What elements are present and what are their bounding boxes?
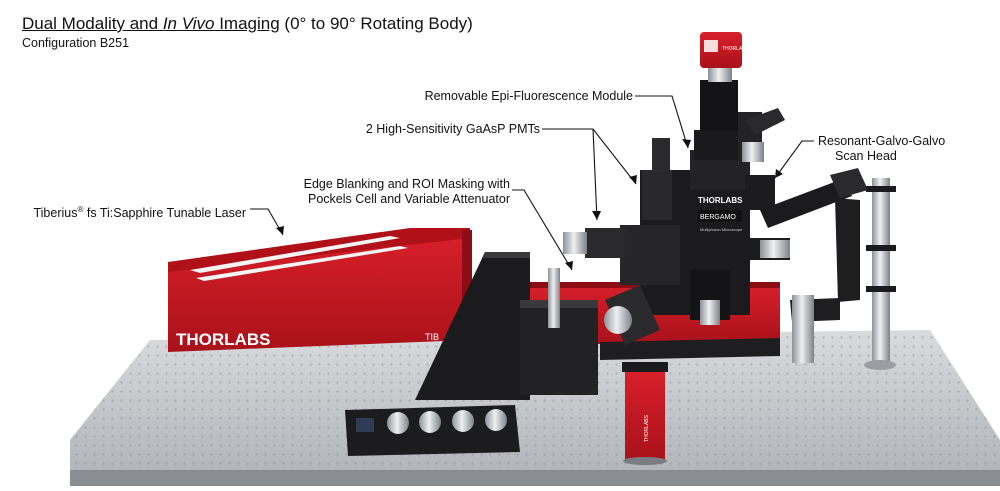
module-subtext: Multiphoton Microscope xyxy=(700,227,743,232)
scope-brand-text: THORLABS xyxy=(698,196,743,205)
callout-laser: Tiberius® fs Ti:Sapphire Tunable Laser xyxy=(10,202,246,221)
epi-fluorescence-module: THORLABS xyxy=(694,32,750,160)
laser-model-text: TIB xyxy=(425,332,439,342)
callout-scan-head: Resonant-Galvo-Galvo Scan Head xyxy=(818,134,945,164)
leader-pmt-lower xyxy=(592,128,598,221)
rotation-column: THORLABS xyxy=(622,362,668,465)
callout-edge-line-1: Edge Blanking and ROI Masking with xyxy=(303,177,510,191)
rigid-post xyxy=(864,178,896,370)
callout-leaders xyxy=(250,95,814,271)
callout-laser-reg: ® xyxy=(77,205,84,214)
callout-pmts: 2 High-Sensitivity GaAsP PMTs xyxy=(365,122,540,136)
tiberius-laser-housing: THORLABS TIB xyxy=(168,228,472,352)
title-italic: In Vivo xyxy=(162,14,215,33)
title-part-2: Imaging xyxy=(214,14,280,33)
laser-brand-text: THORLABS xyxy=(176,330,270,349)
leader-scan-head xyxy=(774,140,814,179)
articulated-arm xyxy=(760,168,868,363)
title-part-3: (0° to 90° Rotating Body) xyxy=(279,14,473,33)
control-knob-box xyxy=(345,405,520,456)
callout-laser-rest: fs Ti:Sapphire Tunable Laser xyxy=(83,206,246,221)
camera-brand-text: THORLABS xyxy=(722,46,750,52)
callout-laser-name: Tiberius xyxy=(33,206,78,221)
leader-edge-blanking xyxy=(512,189,573,271)
scan-head xyxy=(738,108,785,210)
callout-arrowheads xyxy=(276,139,783,270)
callout-scan-head-line-1: Resonant-Galvo-Galvo xyxy=(818,134,946,148)
callout-edge-blanking: Edge Blanking and ROI Masking with Pocke… xyxy=(280,177,510,207)
callout-edge-line-2: Pockels Cell and Variable Attenuator xyxy=(308,192,510,206)
configuration-label: Configuration B251 xyxy=(22,36,130,50)
leader-epi-module xyxy=(635,95,689,149)
optical-table xyxy=(70,330,1000,486)
callout-epi-module: Removable Epi-Fluorescence Module xyxy=(424,89,633,103)
leader-laser xyxy=(250,208,284,236)
callout-scan-head-line-2: Scan Head xyxy=(835,149,897,163)
beam-conditioning-enclosure xyxy=(415,252,598,400)
module-brand-text: BERGAMO xyxy=(700,214,736,221)
page-title: Dual Modality and In Vivo Imaging (0° to… xyxy=(22,14,473,34)
title-part-1: Dual Modality and xyxy=(22,14,163,33)
leader-pmt-upper xyxy=(542,128,637,185)
column-brand-text: THORLABS xyxy=(644,414,650,442)
